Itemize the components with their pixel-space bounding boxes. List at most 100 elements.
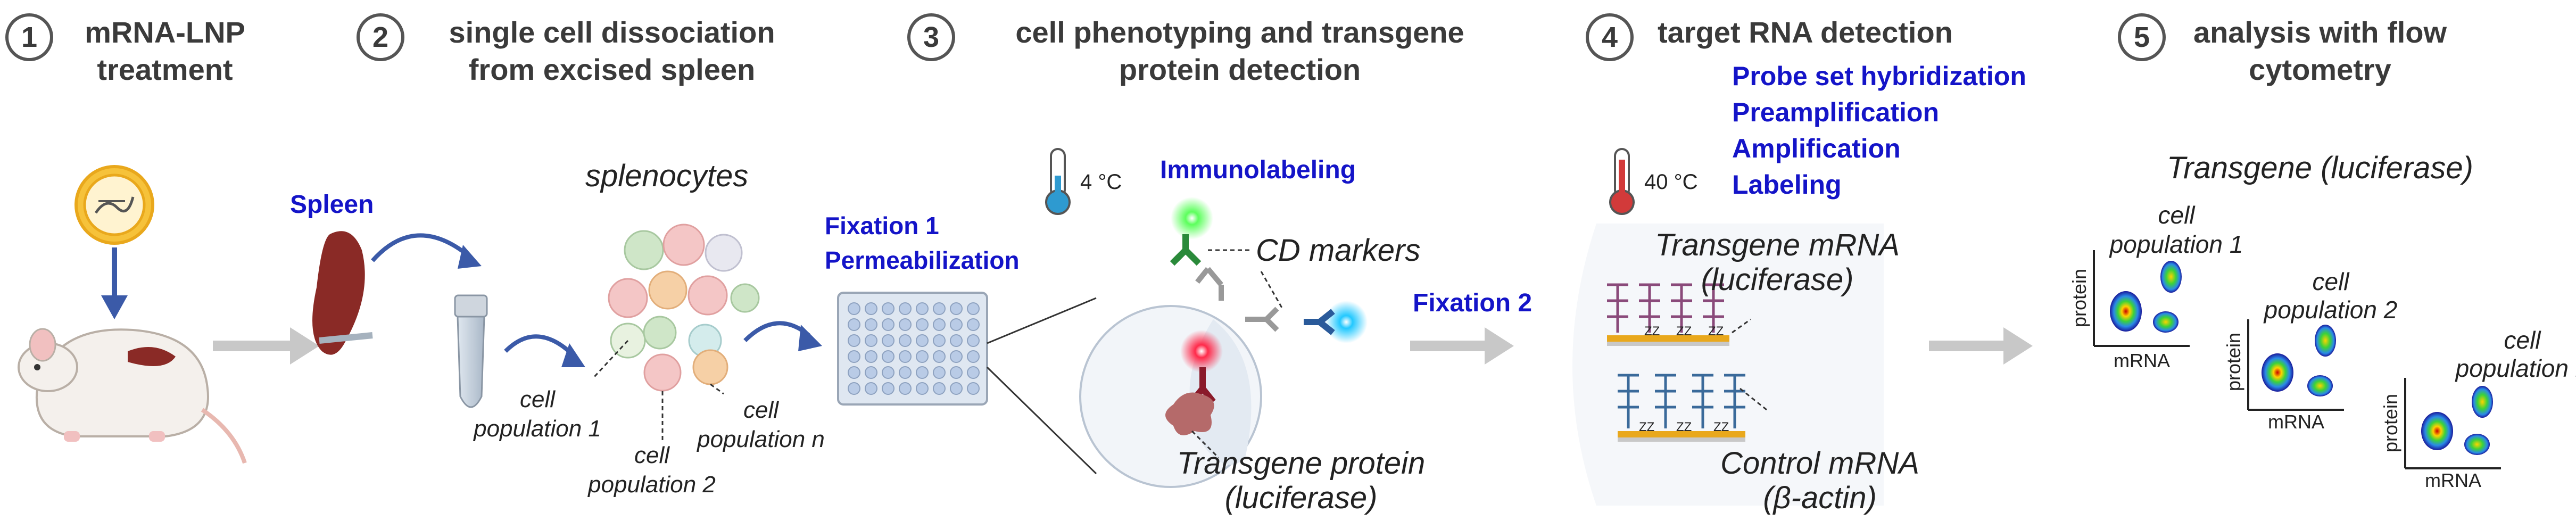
- step-number-circle: [2118, 13, 2166, 61]
- pop1-label: population 1: [473, 416, 601, 442]
- temperature-4c-label: 4 °C: [1080, 170, 1122, 194]
- plate-well: [899, 366, 912, 379]
- plot-population-label: population n: [2455, 354, 2576, 382]
- plot-xlabel: mRNA: [2268, 411, 2324, 433]
- gray-process-arrow: [1929, 327, 2033, 365]
- plate-well: [848, 350, 860, 363]
- plate-well: [950, 302, 963, 315]
- step-number: 1: [21, 21, 37, 53]
- plate-well: [865, 318, 877, 331]
- plate-well: [882, 334, 894, 347]
- gray-process-arrow: [1410, 327, 1514, 365]
- permeabilization-label: Permeabilization: [825, 246, 1020, 274]
- zz-label: ZZ: [1644, 324, 1660, 338]
- flow-plot-1: mRNA protein cell population 1: [2068, 201, 2243, 371]
- tube-icon: [454, 294, 488, 408]
- plate-well: [967, 350, 980, 363]
- transgene-protein-label: Transgene protein: [1177, 446, 1425, 481]
- step-number-circle: [907, 13, 955, 61]
- plate-well: [865, 302, 877, 315]
- plate-well: [916, 318, 929, 331]
- leader-line: [1260, 271, 1283, 309]
- plate-well: [933, 334, 946, 347]
- step-number: 4: [1602, 21, 1618, 53]
- popn-label: population n: [696, 426, 825, 452]
- transgene-protein-label: (luciferase): [1225, 481, 1378, 515]
- plate-well: [882, 318, 894, 331]
- plate-well: [967, 334, 980, 347]
- step-number-circle: [1586, 13, 1634, 61]
- curved-arrow-head: [458, 245, 482, 269]
- population-cloud: [2472, 386, 2493, 418]
- fixation2-label: Fixation 2: [1413, 289, 1532, 317]
- popn-label: cell: [743, 397, 779, 423]
- immunolabeling-label: Immunolabeling: [1160, 156, 1356, 184]
- procedure-step: Preamplification: [1732, 97, 1939, 127]
- plate-well: [899, 318, 912, 331]
- step-number: 5: [2134, 21, 2150, 53]
- curved-arrow-head: [798, 325, 822, 351]
- antibody-green-icon: [1170, 234, 1202, 266]
- step-title: treatment: [97, 53, 233, 86]
- leader-line: [592, 340, 629, 379]
- well-plate-icon: [837, 292, 988, 406]
- flow-plot-2: mRNA protein cell population 2: [2223, 268, 2397, 433]
- plate-well: [916, 382, 929, 395]
- step-title: mRNA-LNP: [85, 15, 245, 49]
- plate-well: [967, 366, 980, 379]
- population-cloud: [2307, 375, 2333, 396]
- plate-well: [950, 350, 963, 363]
- zz-label: ZZ: [1676, 420, 1692, 434]
- plot-population-label: cell: [2158, 201, 2196, 229]
- plot-xlabel: mRNA: [2114, 350, 2170, 371]
- population-cloud: [2421, 412, 2453, 450]
- plot-ylabel: protein: [2380, 394, 2401, 452]
- zz-label: ZZ: [1676, 324, 1692, 338]
- splenocytes-label: splenocytes: [585, 159, 748, 193]
- down-arrow-icon: [101, 247, 128, 319]
- plate-well: [899, 302, 912, 315]
- step-number-circle: [357, 13, 404, 61]
- plot-population-label: population 1: [2109, 230, 2243, 258]
- curved-arrow-icon: [743, 321, 810, 342]
- procedure-step: Probe set hybridization: [1732, 61, 2026, 91]
- green-fluorophore-icon: [1171, 197, 1213, 239]
- temperature-40c-label: 40 °C: [1644, 170, 1698, 194]
- leader-line: [710, 383, 724, 395]
- plate-well: [882, 366, 894, 379]
- plate-well: [848, 366, 860, 379]
- step-title: cytometry: [2249, 53, 2391, 86]
- plate-well: [967, 382, 980, 395]
- plate-well: [950, 318, 963, 331]
- plate-well: [848, 302, 860, 315]
- plate-well: [967, 302, 980, 315]
- pop2-label: cell: [634, 442, 670, 468]
- plate-well: [950, 382, 963, 395]
- plate-well: [848, 318, 860, 331]
- plot-ylabel: protein: [2223, 333, 2244, 391]
- control-mrna-label: Control mRNA: [1720, 446, 1919, 481]
- plate-well: [848, 334, 860, 347]
- population-cloud: [2153, 311, 2179, 333]
- plate-well: [950, 334, 963, 347]
- receptor-icon: [1195, 267, 1224, 301]
- red-fluorophore-icon: [1180, 330, 1223, 373]
- flow-plot-n: mRNA protein cell population n: [2380, 326, 2576, 491]
- plate-well: [865, 382, 877, 395]
- plate-well: [882, 350, 894, 363]
- step-5-header: 5 analysis with flow cytometry: [2118, 13, 2447, 86]
- population-cloud: [2464, 434, 2490, 455]
- plate-well: [933, 350, 946, 363]
- antibody-blue-icon: [1304, 309, 1335, 335]
- plate-well: [933, 318, 946, 331]
- mouse-icon: [18, 328, 247, 464]
- population-cloud: [2160, 261, 2182, 293]
- zz-label: ZZ: [1639, 420, 1654, 434]
- plate-well: [882, 382, 894, 395]
- zz-label: ZZ: [1708, 324, 1724, 338]
- gray-process-arrow: [213, 327, 319, 365]
- plate-well: [865, 366, 877, 379]
- curved-arrow-icon: [504, 334, 576, 358]
- transgene-probe-icon: ZZ ZZ ZZ: [1607, 283, 1729, 346]
- population-cloud: [2262, 353, 2293, 392]
